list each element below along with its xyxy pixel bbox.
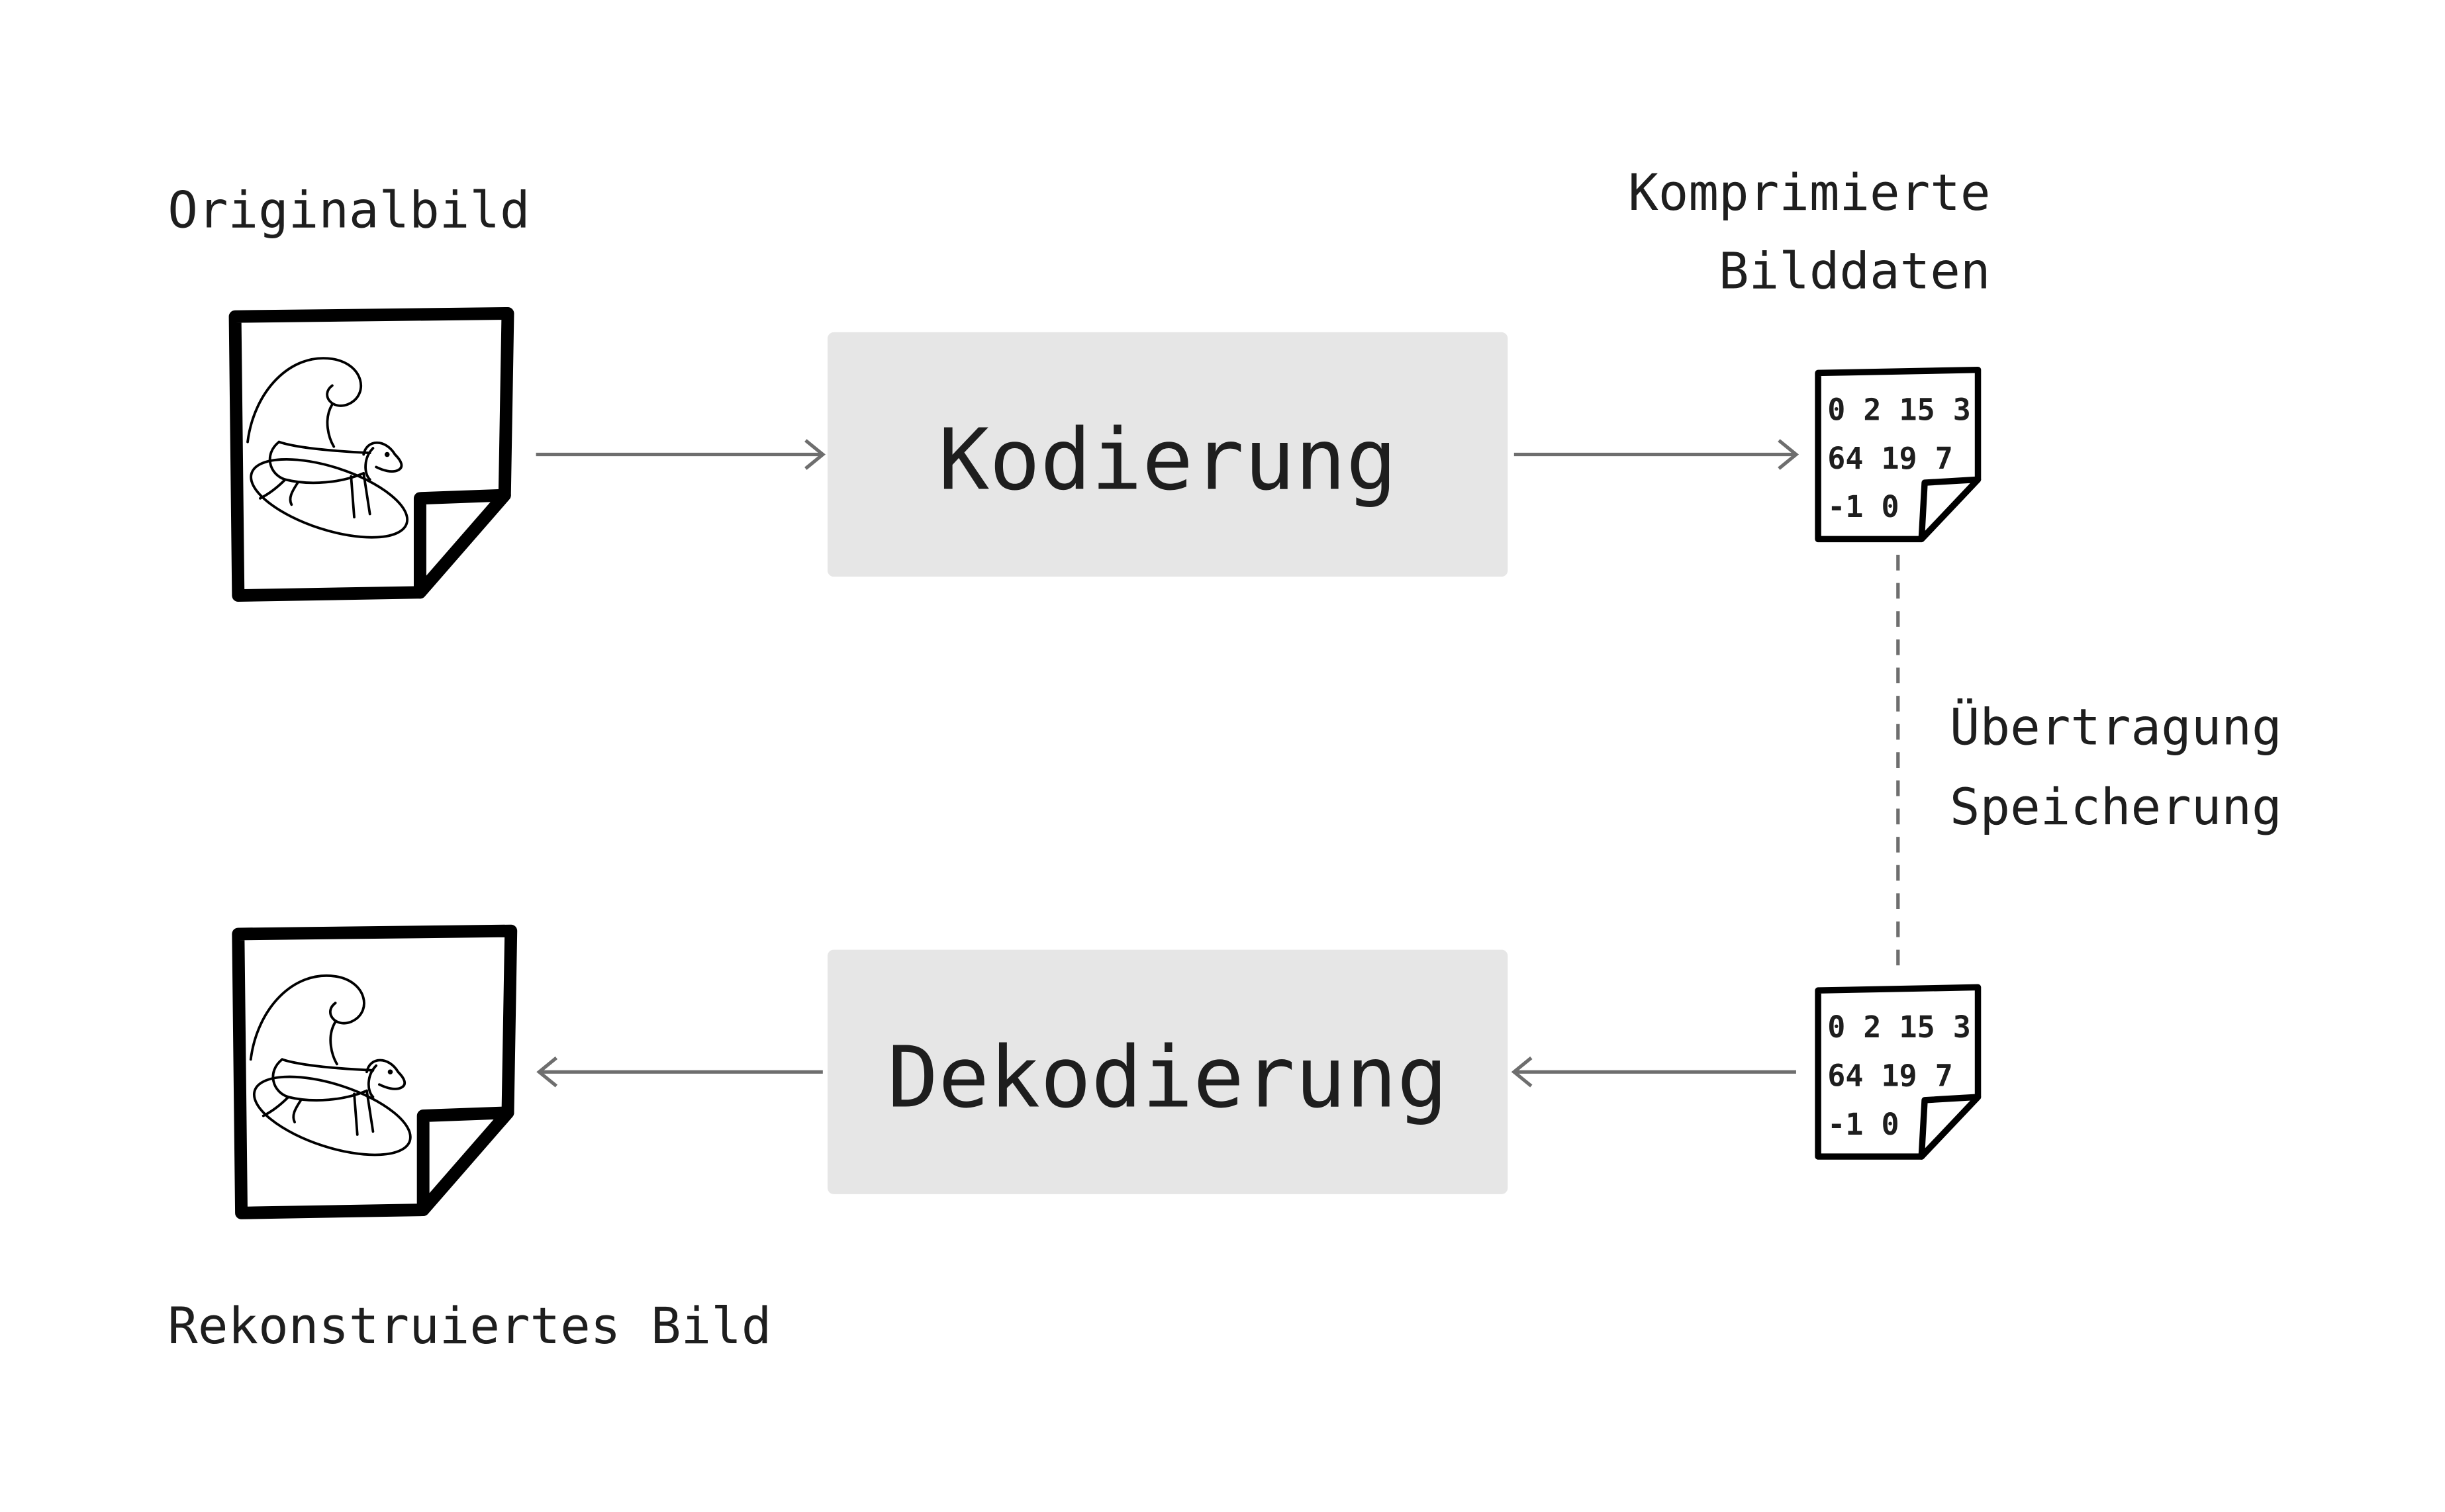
compressed-data-icon-top: 0 2 15 3 64 19 7 -1 0 xyxy=(1815,366,1982,543)
reconstructed-image-icon xyxy=(232,924,518,1219)
transfer-label-line2: Speicherung xyxy=(1950,778,2282,836)
arrow-encode-to-compressed xyxy=(1513,439,1799,470)
compressed-row-1: 0 2 15 3 xyxy=(1827,1010,1971,1045)
decoding-box xyxy=(827,949,1508,1194)
compressed-data-icon-bottom: 0 2 15 3 64 19 7 -1 0 xyxy=(1815,984,1982,1160)
decoding-step: Dekodierung xyxy=(827,949,1508,1194)
compressed-row-2: 64 19 7 xyxy=(1827,441,1953,476)
original-image-icon xyxy=(228,307,514,602)
transfer-label-line1: Übertragung xyxy=(1950,698,2282,756)
arrow-compressed-to-decode xyxy=(1511,1056,1796,1088)
arrow-decode-to-reconstructed xyxy=(536,1056,823,1088)
compressed-data-label-line1: Komprimierte xyxy=(1628,164,1990,222)
compressed-row-2: 64 19 7 xyxy=(1827,1059,1953,1094)
encoding-box xyxy=(827,332,1508,577)
encoding-step: Kodierung xyxy=(827,332,1508,577)
arrow-original-to-encode xyxy=(536,439,826,470)
encoding-label: Kodierung xyxy=(938,411,1397,510)
compressed-row-3: -1 0 xyxy=(1827,489,1899,524)
compressed-row-3: -1 0 xyxy=(1827,1107,1899,1142)
decoding-label: Dekodierung xyxy=(887,1028,1448,1127)
original-image-label: Originalbild xyxy=(168,181,530,239)
reconstructed-image-label: Rekonstruiertes Bild xyxy=(168,1297,771,1355)
compressed-data-label-line2: Bilddaten xyxy=(1719,242,1990,301)
compressed-row-1: 0 2 15 3 xyxy=(1827,392,1971,427)
